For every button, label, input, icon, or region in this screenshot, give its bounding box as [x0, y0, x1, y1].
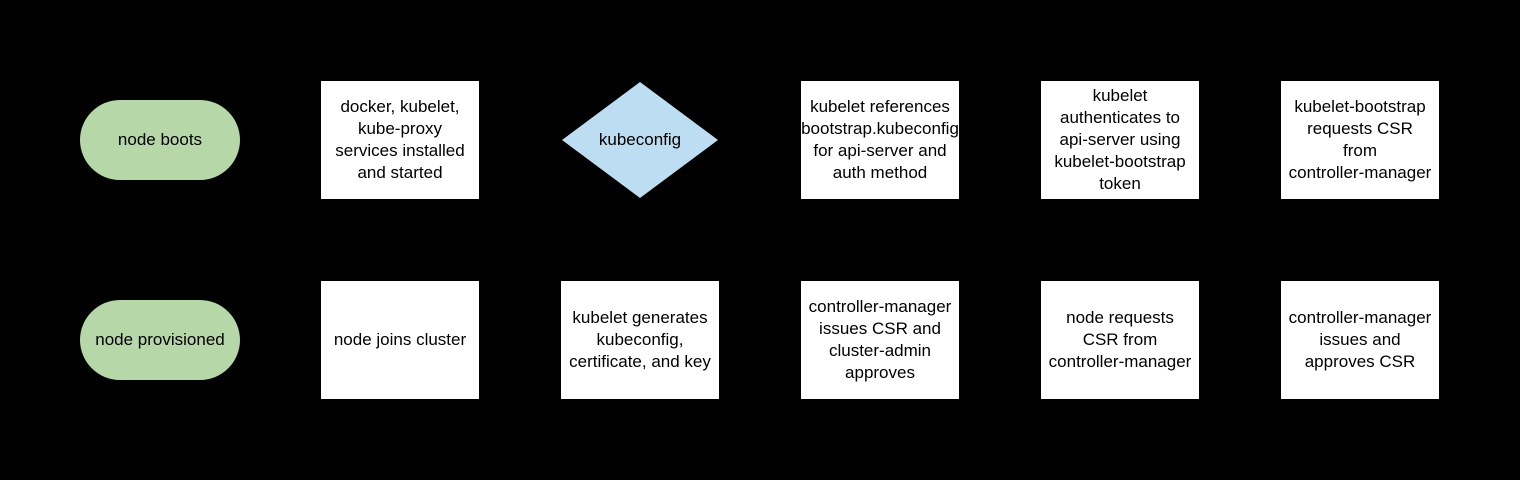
flow-node-label: controller-manager issues and approves C…: [1288, 308, 1432, 371]
flow-node-bootstrap-requests-csr: kubelet-bootstrap requests CSR from cont…: [1281, 81, 1439, 199]
flow-node-kubelet-authenticates: kubelet authenticates to api-server usin…: [1041, 81, 1199, 199]
flow-node-kubelet-references: kubelet references bootstrap.kubeconfig …: [801, 81, 959, 199]
flow-node-node-requests-csr: node requests CSR from controller-manage…: [1041, 281, 1199, 399]
flow-node-label: node requests CSR from controller-manage…: [1048, 308, 1192, 371]
flow-node-label: docker, kubelet, kube-proxy services ins…: [335, 97, 465, 182]
flow-node-node-joins-cluster: node joins cluster: [321, 281, 479, 399]
flow-node-label: kubeconfig: [598, 130, 682, 149]
flow-node-label: node joins cluster: [333, 330, 467, 349]
flow-node-label: kubelet authenticates to api-server usin…: [1054, 86, 1186, 193]
flow-node-kubeconfig-decision: kubeconfig: [562, 82, 718, 198]
flow-node-label: node provisioned: [95, 330, 225, 349]
flow-node-label: kubelet references bootstrap.kubeconfig …: [801, 97, 959, 182]
flow-node-node-boots: node boots: [80, 100, 240, 180]
flow-node-cm-issues-approves-csr: controller-manager issues and approves C…: [1281, 281, 1439, 399]
flow-node-label: controller-manager issues CSR and cluste…: [808, 297, 952, 382]
flow-node-node-provisioned: node provisioned: [80, 300, 240, 380]
flow-node-label: node boots: [117, 130, 203, 149]
flow-node-label: kubelet-bootstrap requests CSR from cont…: [1288, 97, 1432, 182]
flow-node-label: kubelet generates kubeconfig, certificat…: [569, 308, 711, 371]
flow-node-kubelet-generates: kubelet generates kubeconfig, certificat…: [561, 281, 719, 399]
flow-node-services-installed: docker, kubelet, kube-proxy services ins…: [321, 81, 479, 199]
flow-node-cm-issues-admin-approves: controller-manager issues CSR and cluste…: [801, 281, 959, 399]
